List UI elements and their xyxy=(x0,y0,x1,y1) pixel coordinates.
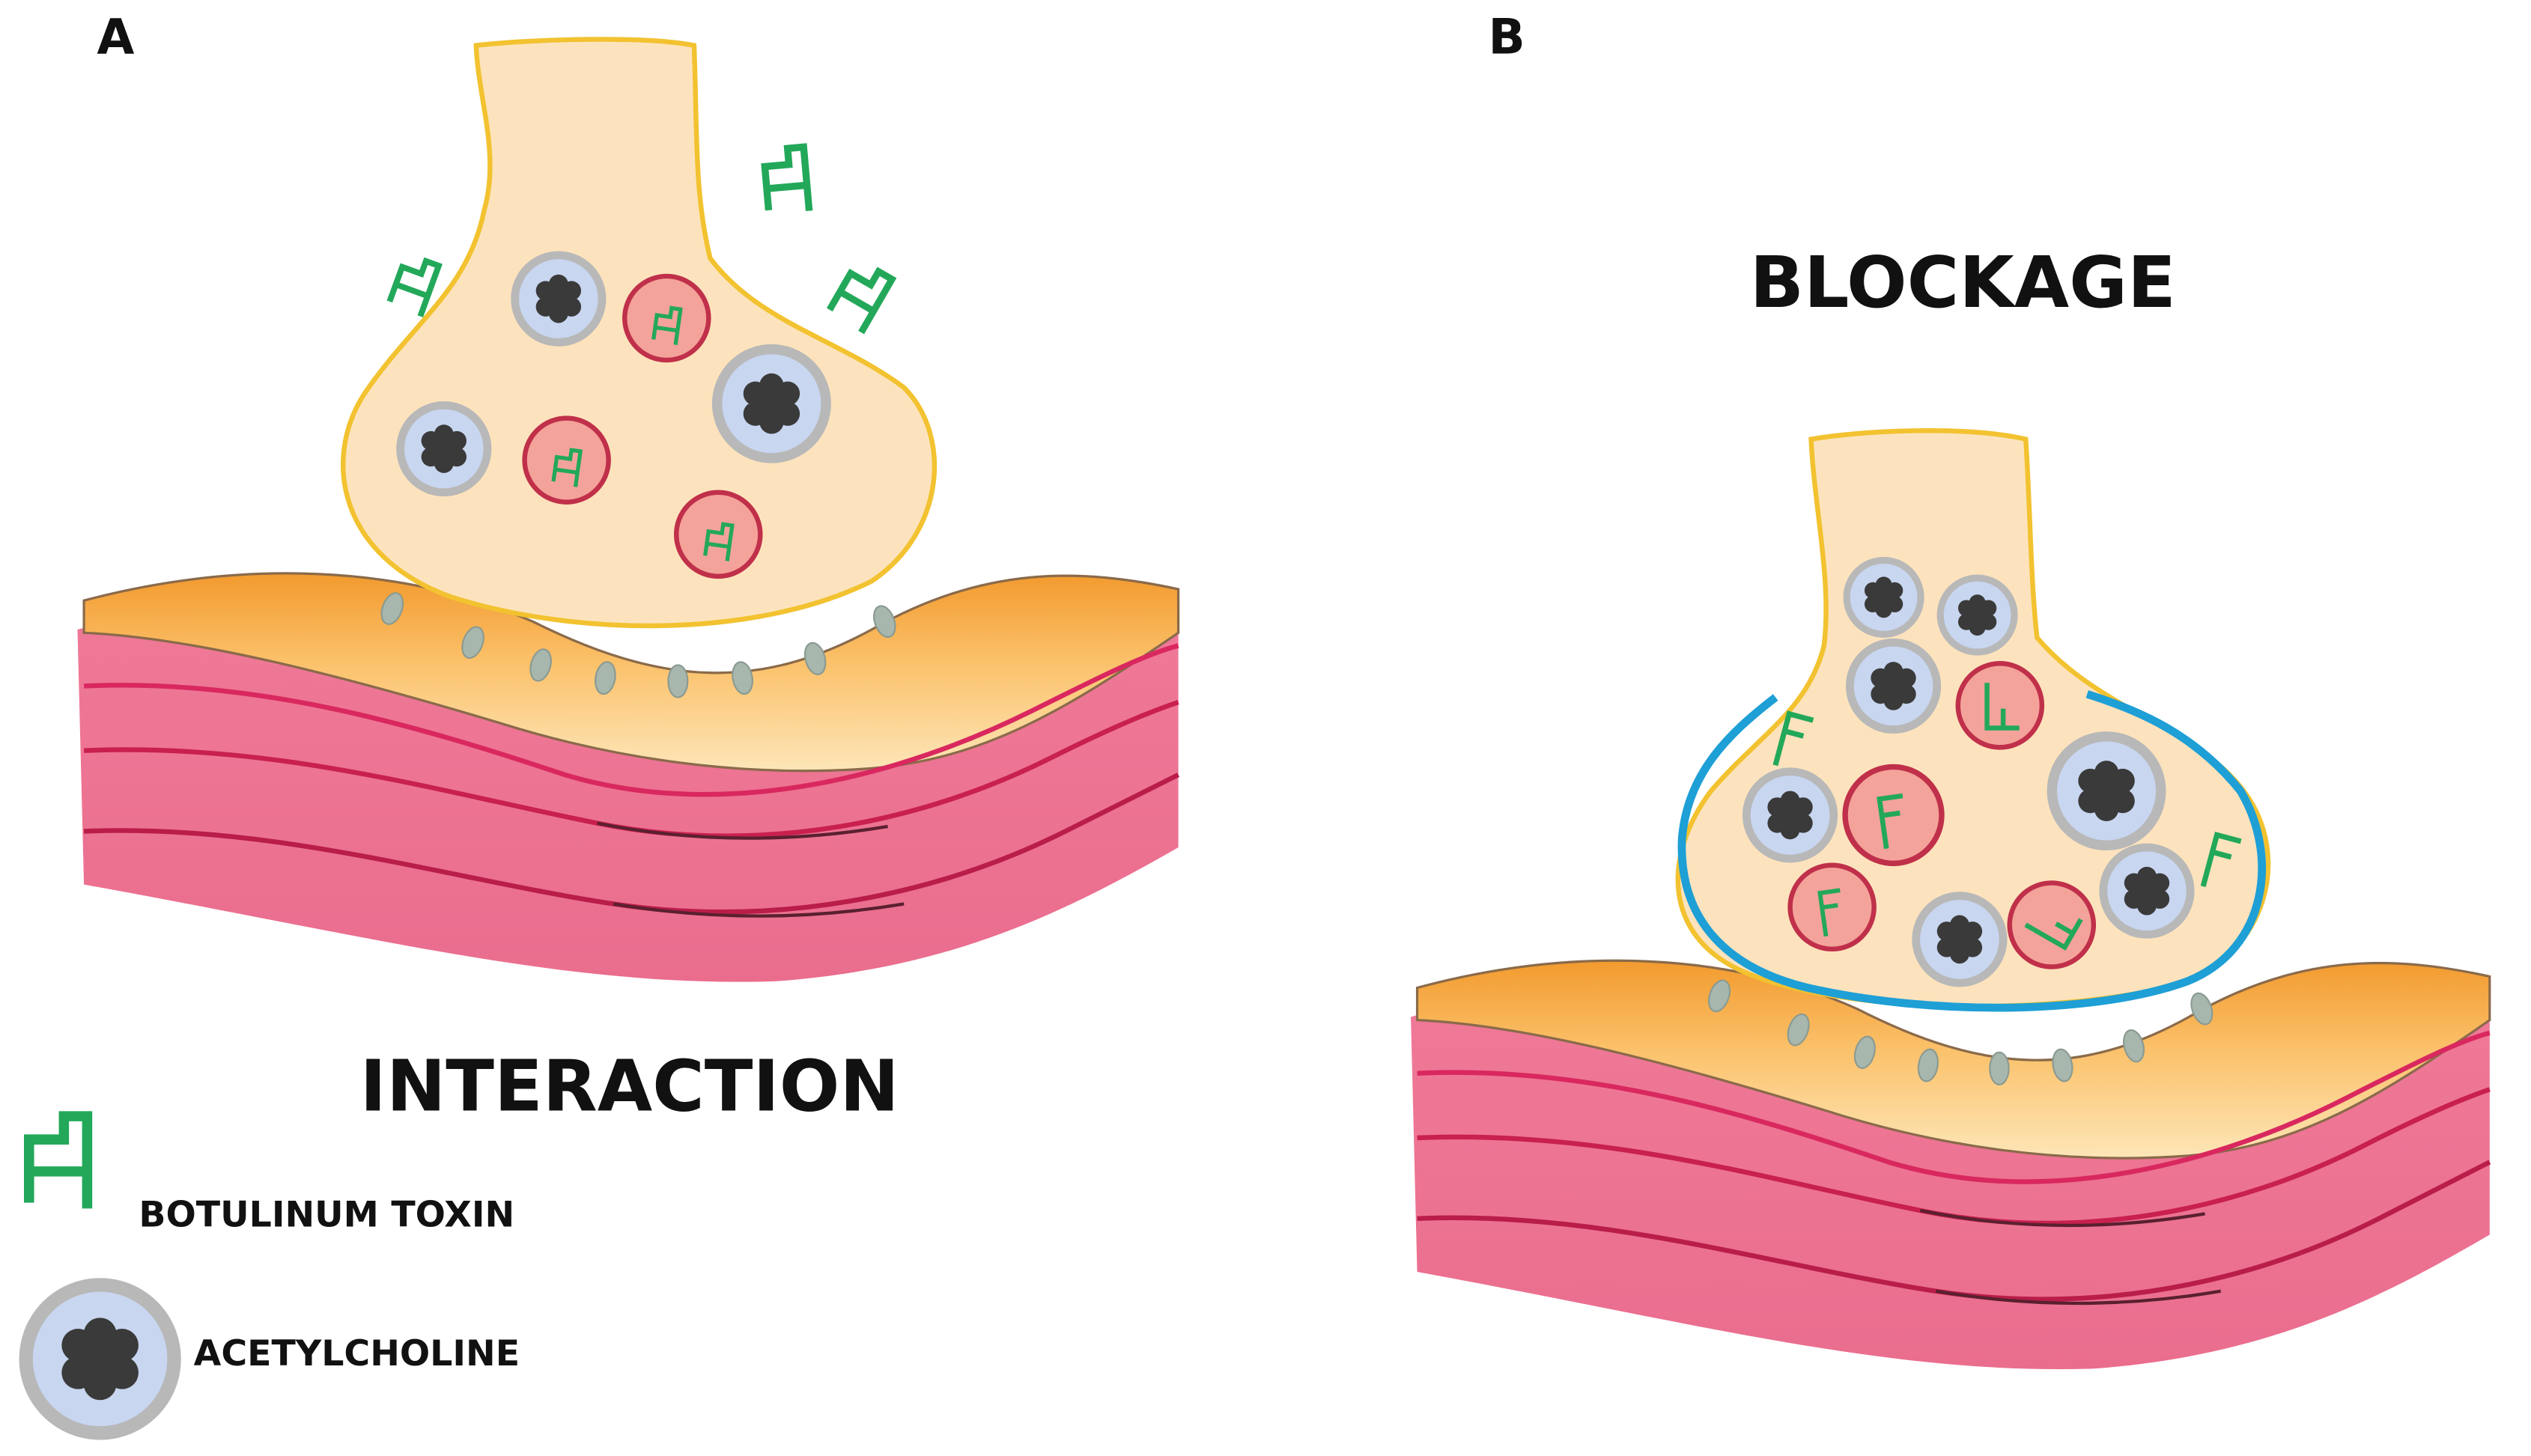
muscle-fiber-b xyxy=(1411,960,2490,1369)
legend-label-botulinum-toxin: BOTULINUM TOXIN xyxy=(139,1195,514,1236)
botulinum-toxin-icon xyxy=(29,1116,88,1203)
muscle-fiber-a xyxy=(77,573,1178,982)
panel-b-caption: BLOCKAGE xyxy=(1750,242,2176,324)
panel-b: B BLOCKAGE xyxy=(1411,9,2490,1369)
panel-b-letter: B xyxy=(1488,9,1525,65)
panel-a-letter: A xyxy=(97,9,134,65)
panel-a: A INTERACTION xyxy=(77,9,1178,1127)
acetylcholine-vesicle-icon xyxy=(26,1285,174,1433)
blocked-membrane-b xyxy=(1677,690,2267,1012)
panel-a-caption: INTERACTION xyxy=(360,1045,899,1127)
legend: BOTULINUM TOXIN ACETYLCHOLINE xyxy=(26,1116,520,1433)
legend-label-acetylcholine: ACETYLCHOLINE xyxy=(194,1333,520,1374)
